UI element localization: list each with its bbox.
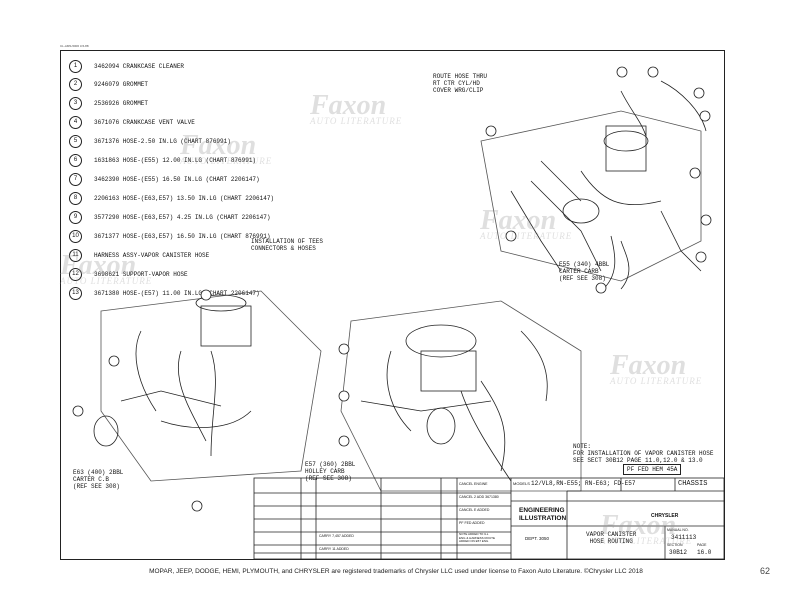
watermark-sub: AUTO LITERATURE: [310, 116, 403, 126]
revision-entry: CARRY 11 ADDED: [319, 547, 349, 551]
watermark-word: Faxon: [600, 510, 677, 541]
part-text: 2536926 GROMMET: [94, 99, 149, 107]
chassis-label: CHASSIS: [678, 480, 708, 488]
illustration-title: VAPOR CANISTER HOSE ROUTING: [586, 531, 637, 545]
watermark-sub: AUTO LITERATURE: [60, 276, 153, 286]
trademark-footer: MOPAR, JEEP, DODGE, HEMI, PLYMOUTH, and …: [149, 568, 643, 575]
part-text: 3671380 HOSE-(E57) 11.00 IN.LG (CHART 22…: [94, 289, 260, 297]
parts-list: 1 3462094 CRANKCASE CLEANER 2 9246079 GROM…: [69, 57, 369, 347]
part-number: 12: [69, 267, 82, 281]
watermark-sub: AUTO LITERATURE: [180, 156, 273, 166]
revision-entry: CANCEL 2 ADD 3671380: [459, 495, 499, 499]
part-item: 8 2206163 HOSE-(E63,E57) 13.50 IN.LG (CHA…: [69, 191, 274, 205]
part-item: 1 3462094 CRANKCASE CLEANER: [69, 59, 184, 73]
page-in-section: 16.0: [697, 549, 712, 556]
engineering-illustration: ENGINEERING ILLUSTRATION: [519, 507, 567, 522]
manual-no-label: MANUAL NO.: [667, 528, 689, 532]
part-number: 2: [69, 77, 82, 91]
part-text: 9246079 GROMMET: [94, 80, 149, 88]
harness-note: INSTALLATION OF TEES CONNECTORS & HOSES: [251, 238, 324, 252]
revision-entry: PF FED ADDED: [459, 521, 485, 525]
installation-note: NOTE: FOR INSTALLATION OF VAPOR CANISTER…: [573, 443, 714, 464]
watermark-word: Faxon: [480, 205, 557, 236]
part-item: 10 3671377 HOSE-(E63,E57) 16.50 IN.LG (CH…: [69, 229, 270, 243]
part-item: 11 HARNESS ASSY-VAPOR CANISTER HOSE: [69, 248, 209, 262]
engine-line-art: [72, 66, 725, 560]
part-number: 5: [69, 134, 82, 148]
part-item: 5 3671376 HOSE-2.50 IN.LG (CHART 876991): [69, 134, 231, 148]
part-number: 13: [69, 286, 82, 300]
revision-entry: CANCEL E ADDED: [459, 508, 490, 512]
illustration-sheet: 1 3462094 CRANKCASE CLEANER 2 9246079 GROM…: [60, 50, 725, 560]
part-number: 10: [69, 229, 82, 243]
fed-box: PF FED HEM 45A: [623, 464, 682, 475]
part-item: 13 3671380 HOSE-(E57) 11.00 IN.LG (CHART …: [69, 286, 260, 300]
watermark-sub: AUTO LITERATURE: [600, 536, 693, 546]
route-note: ROUTE HOSE THRU RT CTR CYL/HD COVER WRG/…: [433, 73, 488, 94]
chrysler-logo-text: CHRYSLER: [651, 513, 679, 519]
part-number: 4: [69, 115, 82, 129]
page-label: PAGE: [697, 543, 707, 547]
watermark-word: Faxon: [310, 90, 387, 121]
e63-carb-label: E63 (400) 2BBL CARTER C.B (REF SEE 308): [73, 469, 124, 490]
models-label: MODELS: [513, 481, 530, 486]
part-text: 3698621 SUPPORT-VAPOR HOSE: [94, 270, 188, 278]
part-text: 3671376 HOSE-2.50 IN.LG (CHART 876991): [94, 137, 231, 145]
watermark-word: Faxon: [180, 130, 257, 161]
part-text: 1631863 HOSE-(E55) 12.00 IN.LG (CHART 87…: [94, 156, 257, 164]
revision-entry: CARRY 7,457 ADDED: [319, 534, 354, 538]
part-number: 6: [69, 153, 82, 167]
watermark-word: Faxon: [610, 350, 687, 381]
dept-label: DEPT. 3050: [525, 536, 550, 541]
part-number: 1: [69, 59, 82, 73]
watermark-word: Faxon: [60, 250, 137, 281]
part-number: 8: [69, 191, 82, 205]
section-label: SECTION: [667, 543, 683, 547]
e55-carb-label: E55 (340) 4BBL CARTER CARB (REF SEE 308): [559, 261, 610, 282]
part-text: 2206163 HOSE-(E63,E57) 13.50 IN.LG (CHAR…: [94, 194, 275, 202]
models-value: 12/VL8,RN-E55; RN-E63; FD-E57: [531, 480, 636, 487]
part-number: 3: [69, 96, 82, 110]
watermark-sub: AUTO LITERATURE: [480, 231, 573, 241]
part-text: 3671377 HOSE-(E63,E57) 16.50 IN.LG (CHAR…: [94, 232, 271, 240]
part-item: 7 3462390 HOSE-(E55) 16.50 IN.LG (CHART 2…: [69, 172, 260, 186]
part-text: 3462390 HOSE-(E55) 16.50 IN.LG (CHART 22…: [94, 175, 260, 183]
part-item: 12 3698621 SUPPORT-VAPOR HOSE: [69, 267, 188, 281]
revision-entry: CANCEL ENGINE: [459, 482, 488, 486]
part-item: 3 2536926 GROMMET: [69, 96, 148, 110]
part-item: 9 3577290 HOSE-(E63,E57) 4.25 IN.LG (CHAR…: [69, 210, 270, 224]
part-text: 3671076 CRANKCASE VENT VALVE: [94, 118, 195, 126]
manual-no: 3411113: [671, 534, 697, 541]
part-text: 3462094 CRANKCASE CLEANER: [94, 62, 185, 70]
part-text: HARNESS ASSY-VAPOR CANISTER HOSE: [94, 251, 210, 259]
part-item: 2 9246079 GROMMET: [69, 77, 148, 91]
part-item: 6 1631863 HOSE-(E55) 12.00 IN.LG (CHART 8…: [69, 153, 256, 167]
page-number: 62: [759, 566, 770, 576]
part-text: 3577290 HOSE-(E63,E57) 4.25 IN.LG (CHART…: [94, 213, 271, 221]
e57-carb-label: E57 (360) 2BBL HOLLEY CARB (REF SEE 308): [305, 461, 356, 482]
part-number: 7: [69, 172, 82, 186]
part-number: 9: [69, 210, 82, 224]
section-number: 30B12: [669, 549, 688, 556]
revision-entry: NOTE ADDED TO ILL ENG & HARNESS ROUTE AD…: [459, 532, 496, 544]
part-number: 11: [69, 248, 82, 262]
part-item: 4 3671076 CRANKCASE VENT VALVE: [69, 115, 195, 129]
header-code: CL-AMS-5006 3-5-88: [60, 44, 89, 48]
watermark-sub: AUTO LITERATURE: [610, 376, 703, 386]
